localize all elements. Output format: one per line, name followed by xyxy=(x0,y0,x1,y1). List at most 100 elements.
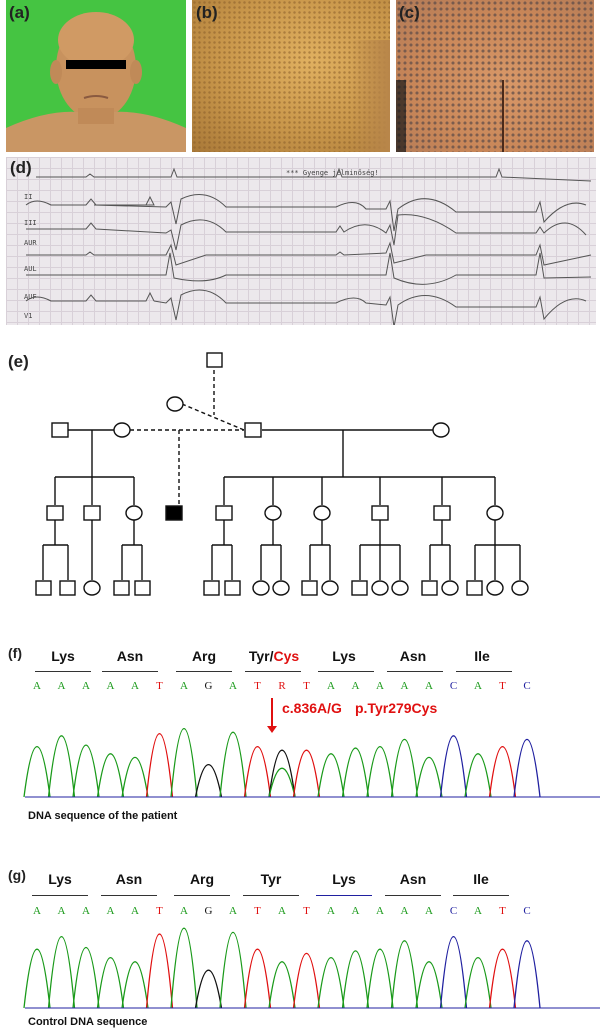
affected-proband xyxy=(165,505,183,521)
codon-line xyxy=(32,895,88,896)
codon-line xyxy=(101,895,157,896)
base-T: T xyxy=(156,905,163,917)
base-A: A xyxy=(474,905,482,917)
base-C: C xyxy=(523,680,531,692)
base-T: T xyxy=(254,905,261,917)
mutation-protein: p.Tyr279Cys xyxy=(355,700,438,716)
base-A: A xyxy=(425,905,433,917)
aa-tyr: Tyr xyxy=(260,871,282,887)
aa-asn-2: Asn xyxy=(399,648,427,664)
caption-patient: DNA sequence of the patient xyxy=(28,810,178,822)
base-A: A xyxy=(180,905,188,917)
panel-f-label: (f) xyxy=(8,645,22,661)
chromatogram-patient xyxy=(23,727,600,798)
aa-lys-1: Lys xyxy=(48,871,72,887)
lead-ii: II xyxy=(24,193,33,201)
base-A: A xyxy=(327,905,335,917)
base-T: T xyxy=(499,905,506,917)
base-A: A xyxy=(229,905,237,917)
panel-b-label: (b) xyxy=(196,3,218,22)
codon-line xyxy=(35,671,91,672)
lead-auf: AUF xyxy=(24,293,37,301)
aa-lys-2: Lys xyxy=(332,871,356,887)
panel-g-label: (g) xyxy=(8,867,26,883)
mutation-cdna: c.836A/G xyxy=(282,700,342,716)
base-T: T xyxy=(499,680,506,692)
base-A: A xyxy=(57,905,66,917)
aa-tyr: Tyr/ xyxy=(248,648,274,664)
base-A: A xyxy=(351,680,360,692)
chromatogram-control xyxy=(23,927,600,1009)
aa-lys-1: Lys xyxy=(51,648,75,664)
mutation-arrowhead xyxy=(267,726,277,733)
base-A: A xyxy=(474,680,482,692)
ecg-traces xyxy=(25,167,592,325)
base-A: A xyxy=(33,905,41,917)
panel-c-photo: (c) xyxy=(396,0,594,152)
panel-e-pedigree: (e) xyxy=(0,340,600,610)
base-A: A xyxy=(351,905,360,917)
aa-ile: Ile xyxy=(474,648,490,664)
base-A: A xyxy=(278,905,286,917)
base-A: A xyxy=(376,905,384,917)
aa-asn-1: Asn xyxy=(115,871,143,887)
base-A: A xyxy=(131,905,139,917)
codon-line xyxy=(243,895,299,896)
panel-a-label: (a) xyxy=(9,3,30,22)
panel-d-ecg: (d) *** Gyenge jelminőség! II III AUR AU… xyxy=(6,157,596,325)
panel-a-photo: (a) xyxy=(6,0,186,152)
base-A: A xyxy=(400,680,409,692)
codon-line xyxy=(174,895,230,896)
codon-line xyxy=(102,671,158,672)
base-A: A xyxy=(376,680,384,692)
lead-iii: III xyxy=(24,219,37,227)
base-R: R xyxy=(278,680,286,692)
base-A: A xyxy=(400,905,409,917)
base-A: A xyxy=(82,905,90,917)
base-A: A xyxy=(33,680,41,692)
codon-line xyxy=(176,671,232,672)
base-A: A xyxy=(106,905,115,917)
base-A: A xyxy=(131,680,139,692)
mutation-arrow xyxy=(271,698,273,728)
aa-cys-mutant: Cys xyxy=(273,648,300,664)
face-illustration xyxy=(6,0,186,152)
lead-aul: AUL xyxy=(24,265,37,273)
panel-e-label: (e) xyxy=(8,352,29,371)
base-A: A xyxy=(82,680,90,692)
aa-ile: Ile xyxy=(473,871,489,887)
codon-line xyxy=(318,671,374,672)
base-T: T xyxy=(303,905,310,917)
base-A: A xyxy=(180,680,188,692)
codon-line xyxy=(245,671,301,672)
base-C: C xyxy=(523,905,531,917)
aa-asn-1: Asn xyxy=(116,648,144,664)
base-A: A xyxy=(425,680,433,692)
panel-d-label: (d) xyxy=(10,158,32,177)
ecg-header-text: *** Gyenge jelminőség! xyxy=(286,169,379,177)
base-A: A xyxy=(106,680,115,692)
base-T: T xyxy=(254,680,261,692)
codon-line xyxy=(456,671,512,672)
base-T: T xyxy=(156,680,163,692)
pedigree-chart xyxy=(35,352,529,596)
lead-v1: V1 xyxy=(24,312,33,320)
aa-tyr-cys: Tyr/Cys xyxy=(242,648,306,664)
base-A: A xyxy=(327,680,335,692)
base-T: T xyxy=(303,680,310,692)
aa-asn-2: Asn xyxy=(399,871,427,887)
panel-c-label: (c) xyxy=(399,3,420,22)
base-G: G xyxy=(204,905,213,917)
panel-b-photo: (b) xyxy=(192,0,390,152)
base-G: G xyxy=(204,680,213,692)
codon-line xyxy=(385,895,441,896)
codon-line xyxy=(316,895,372,896)
base-C: C xyxy=(449,905,458,917)
codon-line xyxy=(387,671,443,672)
lead-aur: AUR xyxy=(24,239,37,247)
base-C: C xyxy=(449,680,458,692)
aa-lys-2: Lys xyxy=(332,648,356,664)
codon-line xyxy=(453,895,509,896)
